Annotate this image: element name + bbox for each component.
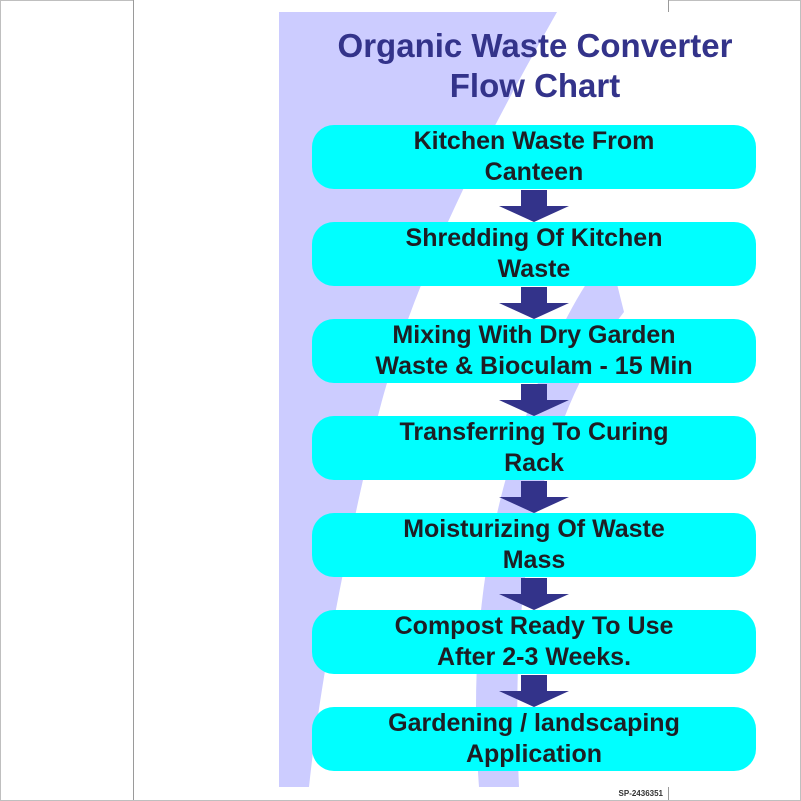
flow-step-6-line-2: After 2-3 Weeks. bbox=[436, 643, 632, 671]
flow-step-3-line-1: Mixing With Dry Garden bbox=[392, 321, 676, 349]
flow-chart: Kitchen Waste From Canteen Shredding Of … bbox=[279, 12, 791, 787]
flow-step-7-line-2: Application bbox=[465, 740, 603, 768]
flow-step-4-line-2: Rack bbox=[504, 449, 564, 477]
sign-panel: Organic Waste Converter Flow Chart Kitch… bbox=[279, 12, 791, 787]
title-line-1: Organic Waste Converter bbox=[337, 27, 733, 64]
flow-arrow-6 bbox=[499, 675, 569, 707]
flow-arrow-5 bbox=[499, 578, 569, 610]
flow-step-3: Mixing With Dry Garden Waste & Bioculam … bbox=[312, 319, 756, 383]
flow-arrow-1-shape bbox=[499, 190, 569, 222]
title-line-2: Flow Chart bbox=[449, 67, 621, 104]
flow-arrow-2 bbox=[499, 287, 569, 319]
flow-arrow-4-shape bbox=[499, 481, 569, 513]
flow-arrow-3 bbox=[499, 384, 569, 416]
flow-arrow-1 bbox=[499, 190, 569, 222]
flow-step-1: Kitchen Waste From Canteen bbox=[312, 125, 756, 189]
flow-step-1-line-1: Kitchen Waste From bbox=[413, 127, 655, 155]
page-title: Organic Waste Converter Flow Chart bbox=[279, 26, 791, 106]
flow-arrow-4 bbox=[499, 481, 569, 513]
flow-step-3-line-2: Waste & Bioculam - 15 Min bbox=[375, 352, 693, 380]
flow-step-1-line-2: Canteen bbox=[484, 158, 584, 186]
flow-step-5: Moisturizing Of Waste Mass bbox=[312, 513, 756, 577]
flow-arrow-6-shape bbox=[499, 675, 569, 707]
flow-step-4-line-1: Transferring To Curing bbox=[399, 418, 669, 446]
swoosh-left bbox=[279, 12, 557, 787]
flow-step-5-line-2: Mass bbox=[502, 546, 566, 574]
flow-step-2: Shredding Of Kitchen Waste bbox=[312, 222, 756, 286]
flow-step-7-line-1: Gardening / landscaping bbox=[388, 709, 680, 737]
flow-step-7: Gardening / landscaping Application bbox=[312, 707, 756, 771]
product-code: SP-2436351 bbox=[618, 789, 663, 798]
flow-arrow-5-shape bbox=[499, 578, 569, 610]
flow-arrow-2-shape bbox=[499, 287, 569, 319]
flow-arrow-3-shape bbox=[499, 384, 569, 416]
flow-step-5-line-1: Moisturizing Of Waste bbox=[403, 515, 665, 543]
sign-board: Organic Waste Converter Flow Chart Kitch… bbox=[133, 0, 791, 800]
flow-step-4: Transferring To Curing Rack bbox=[312, 416, 756, 480]
flow-step-2-line-1: Shredding Of Kitchen bbox=[405, 224, 663, 252]
flow-step-2-line-2: Waste bbox=[497, 255, 571, 283]
flow-step-6-line-1: Compost Ready To Use bbox=[394, 612, 674, 640]
flow-step-6: Compost Ready To Use After 2-3 Weeks. bbox=[312, 610, 756, 674]
